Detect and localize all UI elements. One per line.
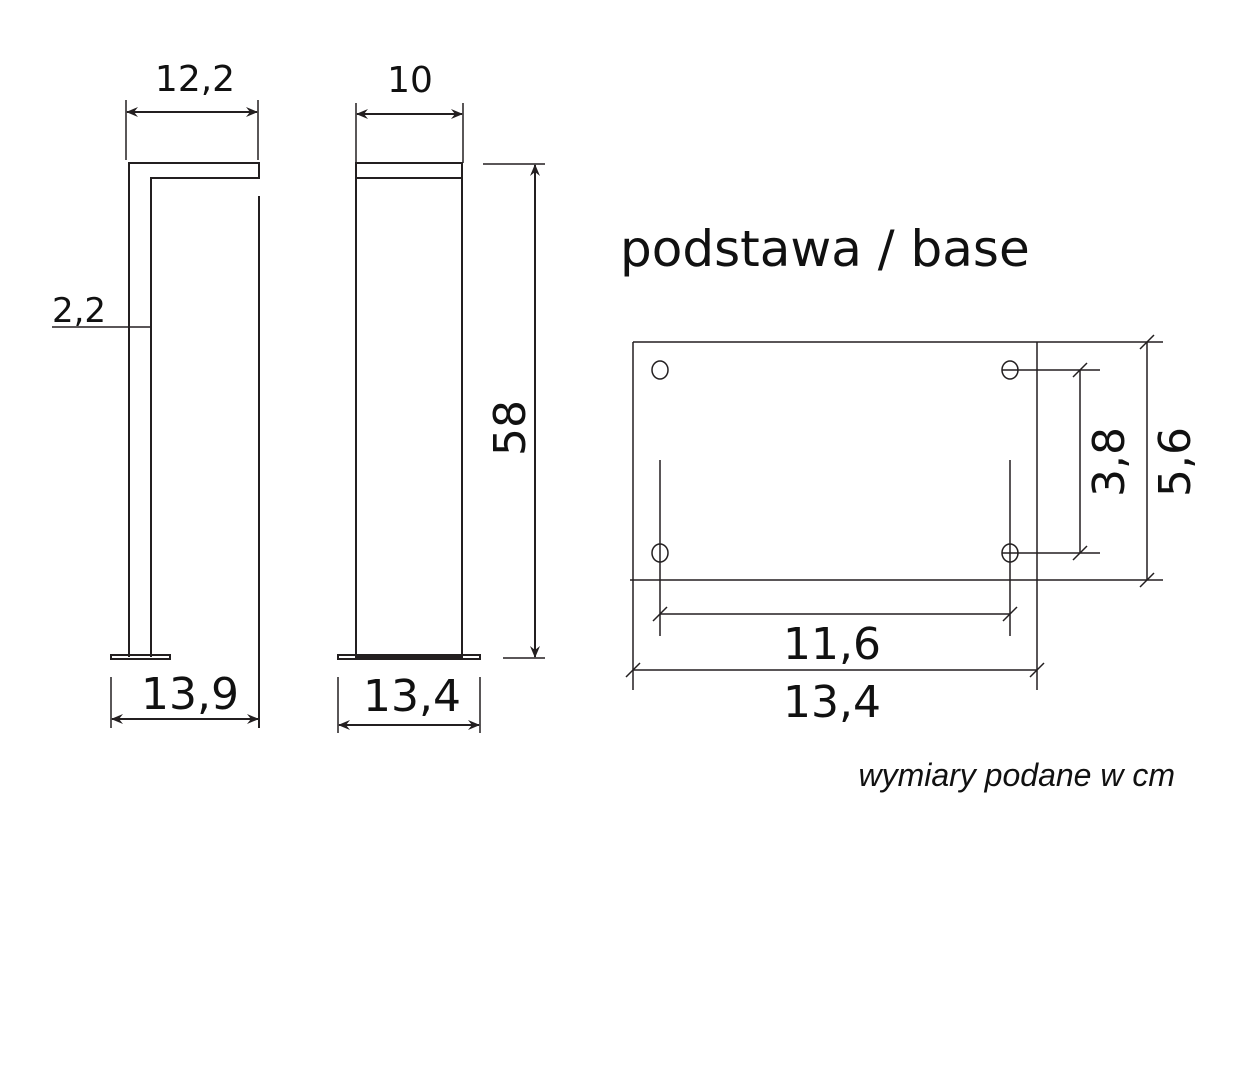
front-view-body	[355, 162, 463, 658]
dim-tick	[625, 662, 1045, 678]
mounting-hole	[651, 360, 669, 380]
dim-label-width: 13,4	[783, 677, 881, 728]
dim-tick	[652, 606, 1018, 622]
dim-label-wall-thickness: 2,2	[52, 291, 106, 331]
base-title: podstawa / base	[620, 220, 1030, 278]
units-note: wymiary podane w cm	[858, 757, 1175, 793]
dim-label-base-width: 13,9	[141, 669, 239, 720]
side-view-base-plate	[110, 654, 171, 660]
dim-label-depth: 5,6	[1150, 427, 1201, 497]
dim-label-hole-spacing-y: 3,8	[1084, 427, 1135, 497]
dim-label-top-width: 12,2	[155, 59, 235, 100]
dim-tick	[1139, 334, 1155, 588]
dim-label-hole-spacing-x: 11,6	[783, 619, 881, 670]
side-view: 12,2 2,2 13,9	[52, 59, 260, 728]
dim-label-height: 58	[485, 400, 536, 456]
side-view-body-outline	[128, 162, 260, 657]
dim-label-base-width: 13,4	[363, 671, 461, 722]
dim-tick	[1072, 362, 1088, 561]
front-view-base-plate	[337, 654, 481, 660]
front-view: 10 58 13,4	[337, 60, 545, 733]
base-view: podstawa / base 11,6 13,4 3,8 5,6	[620, 220, 1201, 728]
dim-label-top-width: 10	[387, 60, 433, 101]
